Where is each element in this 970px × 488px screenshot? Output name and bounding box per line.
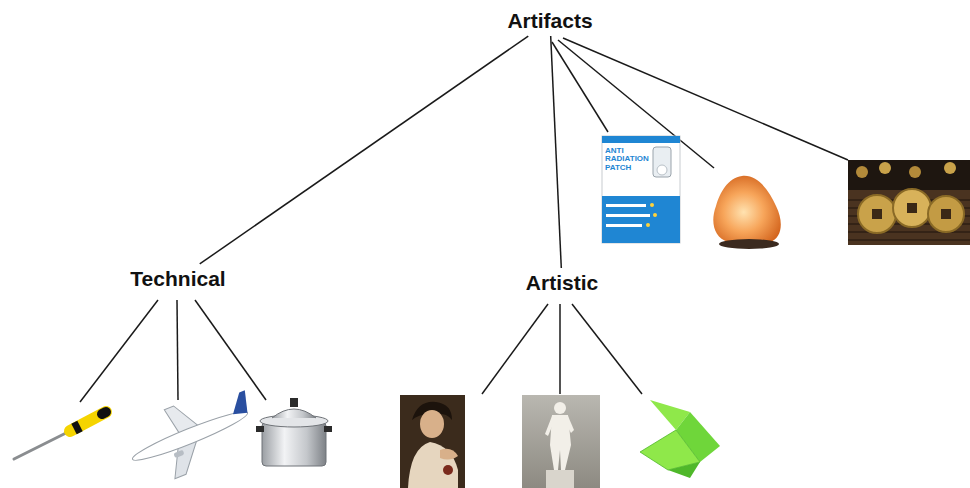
tree-branch [551,36,562,268]
tree-branch [200,36,529,264]
airplane [120,379,266,488]
category-text: Artistic [526,271,598,295]
screwdriver [14,412,106,459]
category-text: Artifacts [507,9,592,33]
category-label: Artifacts [501,6,598,36]
salt-lamp [713,176,781,249]
category-label: Artistic [520,268,604,298]
patch-package [602,136,680,243]
statue [522,395,600,488]
tree-lines [80,38,848,402]
painting [400,395,465,488]
category-label: Technical [124,264,231,294]
origami [640,400,720,478]
package-text: ANTI RADIATION PATCH [605,147,651,172]
pressure-cooker [256,398,332,466]
category-text: Technical [130,267,225,291]
coins-photo [848,160,970,245]
